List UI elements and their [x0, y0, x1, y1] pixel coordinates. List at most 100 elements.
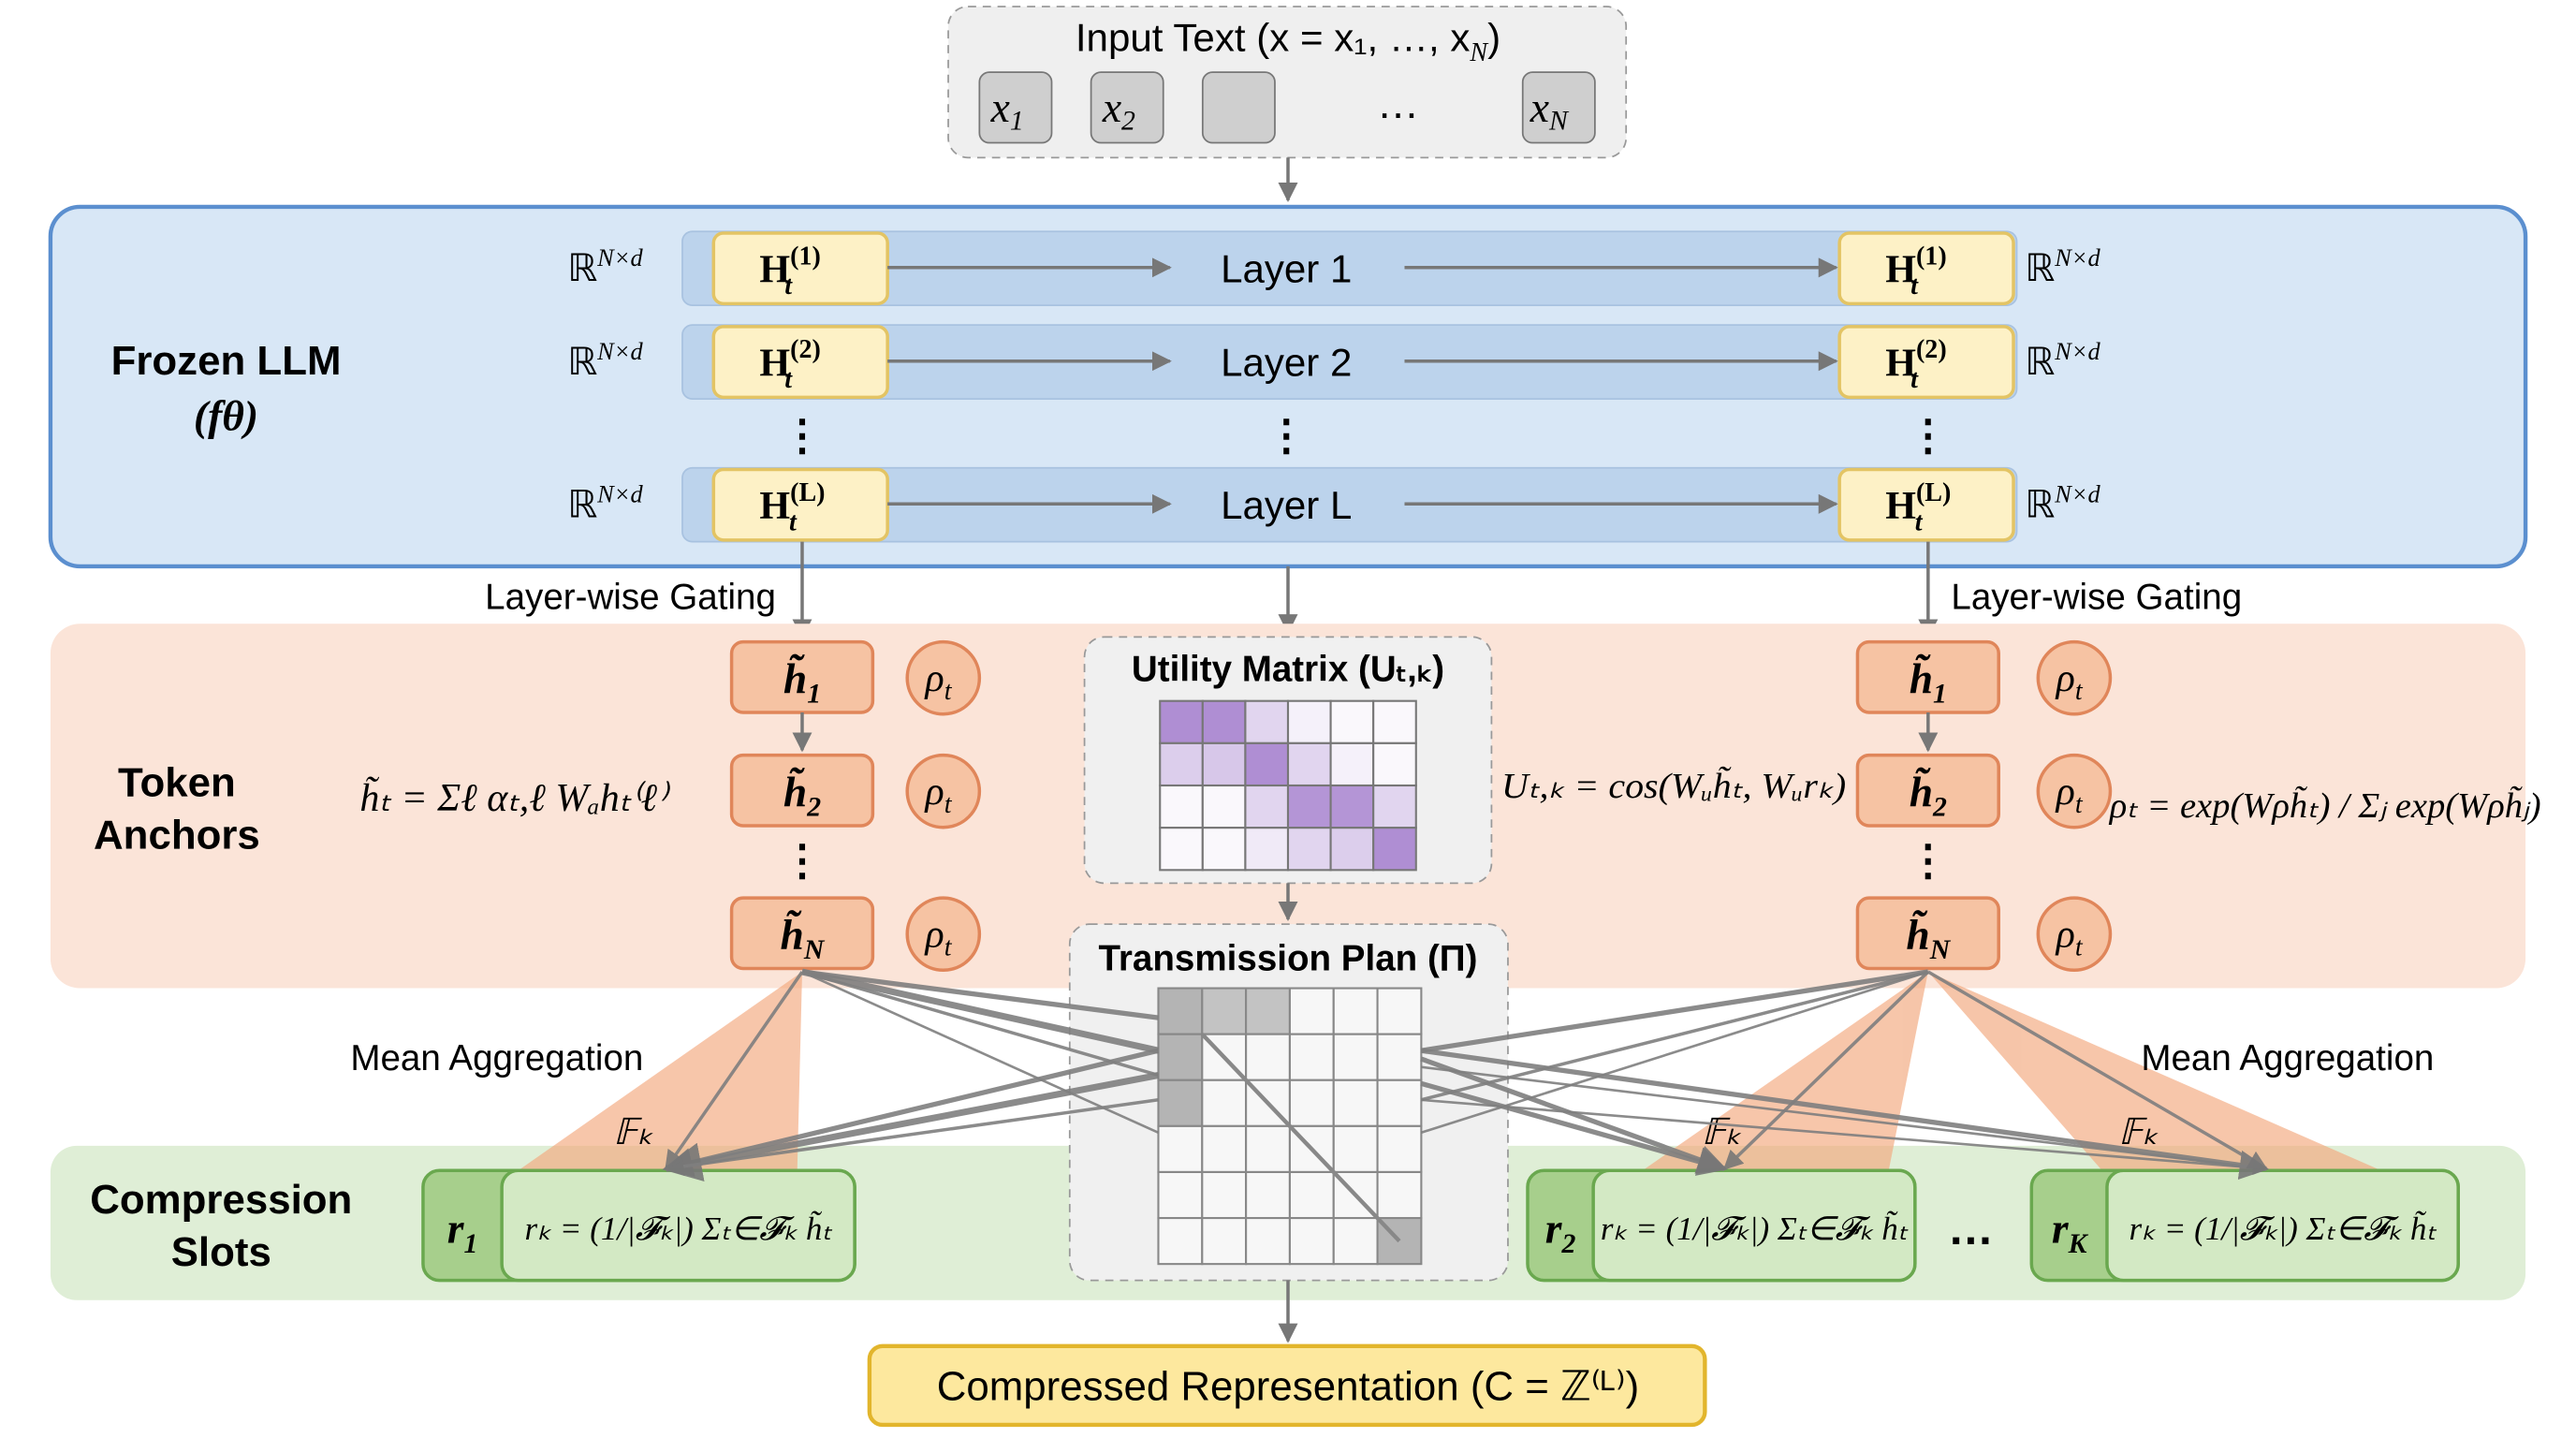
- svg-text:ρt: ρt: [924, 914, 953, 962]
- utility-cell: [1372, 827, 1417, 872]
- utility-matrix-box: Utility Matrix (Uₜ,ₖ): [1083, 636, 1493, 885]
- slots-title-1: Compression: [90, 1177, 352, 1223]
- slot-formula: rₖ = (1/|𝓕ₖ|) Σₜ∈𝓕ₖ h̃ₜ: [2129, 1210, 2437, 1247]
- anchor-right-1: h̃1: [1855, 639, 2000, 714]
- transport-line: [801, 970, 1160, 1135]
- svg-text:ρt: ρt: [2055, 770, 2084, 819]
- plan-cell: [1157, 1078, 1204, 1127]
- plan-cell: [1288, 1170, 1335, 1220]
- slots-ellipsis: …: [1948, 1204, 1994, 1255]
- utility-cell: [1244, 741, 1290, 787]
- plan-cell: [1201, 1216, 1248, 1266]
- svg-text:h̃N: h̃N: [1906, 910, 1951, 965]
- llm-subtitle: (fθ): [194, 391, 258, 439]
- svg-text:xN: xN: [1530, 83, 1570, 137]
- rho-weight: ρt: [2036, 639, 2113, 716]
- transport-line: [1722, 970, 1930, 1170]
- utility-cell: [1159, 741, 1204, 787]
- anchor-formula: h̃ₜ = Σℓ αₜ,ℓ Wₐhₜ⁽ℓ⁾: [359, 776, 670, 820]
- plan-cell: [1157, 1170, 1204, 1220]
- vertical-dots: ⋮: [781, 837, 824, 885]
- svg-text:ρt: ρt: [2055, 914, 2084, 962]
- svg-text:h̃1: h̃1: [1910, 653, 1947, 709]
- transport-line: [662, 1072, 1160, 1182]
- plan-cell: [1376, 1078, 1423, 1127]
- anchor-left-1: h̃1: [729, 639, 875, 714]
- utility-cell: [1329, 699, 1375, 744]
- layer-label: Layer 1: [1221, 247, 1352, 291]
- space-label: ℝN×d: [567, 481, 643, 526]
- utility-cell: [1201, 827, 1247, 872]
- llm-title: Frozen LLM: [111, 338, 342, 384]
- transport-line: [801, 969, 1159, 1020]
- svg-text:x2: x2: [1102, 83, 1135, 137]
- transport-line: [1420, 969, 1929, 1053]
- transport-line: [801, 970, 1159, 1078]
- plan-cell: [1376, 987, 1423, 1035]
- svg-text:H(L)t: H(L)t: [1885, 478, 1951, 537]
- transport-line: [665, 971, 804, 1171]
- utility-cell: [1372, 699, 1417, 744]
- utility-cell: [1159, 699, 1204, 744]
- plan-cell: [1201, 987, 1248, 1035]
- plan-cell: [1288, 987, 1335, 1035]
- mean-aggregation-label-right: Mean Aggregation: [2141, 1038, 2434, 1078]
- plan-diagonal: [1200, 1033, 1401, 1243]
- plan-cell: [1376, 1170, 1423, 1220]
- vertical-dots: ⋮: [1907, 411, 1950, 459]
- plan-cell: [1332, 1216, 1379, 1266]
- svg-text:h̃2: h̃2: [783, 767, 821, 822]
- svg-text:ρt: ρt: [2055, 657, 2084, 706]
- anchor-right-3: h̃N: [1855, 896, 2000, 971]
- utility-cell: [1329, 827, 1375, 872]
- plan-cell: [1201, 1078, 1248, 1127]
- plan-cell: [1288, 1033, 1335, 1081]
- svg-text:h̃1: h̃1: [783, 653, 821, 709]
- plan-cell: [1201, 1170, 1248, 1220]
- hidden-state-left: H(1)t: [711, 231, 889, 306]
- transport-line: [1420, 1098, 2268, 1176]
- transport-line: [1420, 1048, 2270, 1181]
- transport-line: [1926, 970, 2268, 1170]
- anchor-left-3: h̃N: [729, 896, 875, 971]
- transmission-plan-title: Transmission Plan (Π): [1099, 938, 1478, 978]
- utility-matrix-title: Utility Matrix (Uₜ,ₖ): [1132, 650, 1444, 690]
- svg-text:r2: r2: [1545, 1204, 1576, 1259]
- plan-cell: [1332, 1033, 1379, 1081]
- plan-cell: [1288, 1078, 1335, 1127]
- hidden-state-right: H(1)t: [1837, 231, 2015, 306]
- output-label: Compressed Representation (C = ℤ⁽ᴸ⁾): [937, 1364, 1639, 1410]
- transport-line: [1420, 1056, 1728, 1174]
- plan-cell: [1245, 1216, 1291, 1266]
- transport-line: [663, 1048, 1160, 1178]
- space-label: ℝN×d: [2025, 338, 2100, 383]
- utility-cell: [1244, 784, 1290, 829]
- utility-cell: [1286, 699, 1332, 744]
- compressed-representation-box: Compressed Representation (C = ℤ⁽ᴸ⁾): [867, 1343, 1707, 1428]
- token-x2: x2: [1090, 71, 1164, 144]
- set-label-2: 𝔽ₖ: [1702, 1113, 1742, 1152]
- svg-text:H(2)t: H(2)t: [1885, 335, 1946, 394]
- input-text-box: Input Text (x = x₁, …, xN) x1 x2 … xN: [947, 6, 1628, 159]
- space-label: ℝN×d: [567, 338, 643, 383]
- utility-formula: Uₜ,ₖ = cos(Wᵤh̃ₜ, Wᵤrₖ): [1501, 767, 1846, 807]
- utility-cell: [1286, 741, 1332, 787]
- token-xN: xN: [1521, 71, 1596, 144]
- set-label-1: 𝔽ₖ: [613, 1113, 653, 1152]
- rho-formula: ρₜ = exp(Wρh̃ₜ) / Σⱼ exp(Wρh̃ⱼ): [2109, 786, 2541, 827]
- utility-cell: [1372, 784, 1417, 829]
- plan-cell: [1245, 1170, 1291, 1220]
- slots-title-2: Slots: [171, 1229, 271, 1275]
- plan-cell: [1245, 1033, 1291, 1081]
- slot-formula: rₖ = (1/|𝓕ₖ|) Σₜ∈𝓕ₖ h̃ₜ: [524, 1210, 832, 1247]
- transport-line: [1420, 1080, 1728, 1176]
- plan-cell: [1245, 987, 1291, 1035]
- vertical-dots: ⋮: [1907, 837, 1950, 885]
- gating-label-right: Layer-wise Gating: [1951, 578, 2242, 618]
